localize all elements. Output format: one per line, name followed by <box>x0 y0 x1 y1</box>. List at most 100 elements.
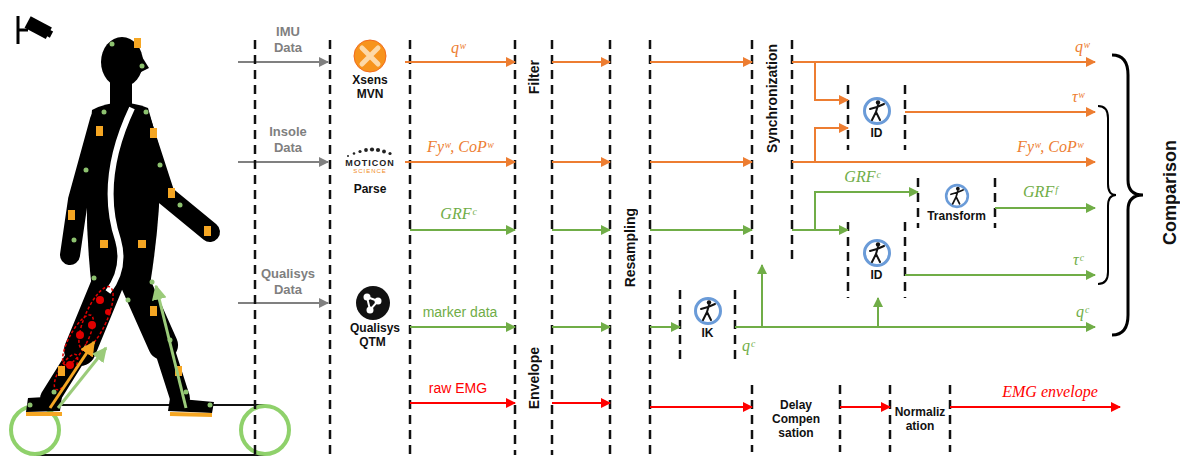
comparison-braces <box>1112 55 1143 335</box>
force-vectors <box>50 342 94 408</box>
signal-arrow <box>905 111 1095 113</box>
node-text: Envelope <box>526 347 542 409</box>
signal-label: qʷ <box>451 39 465 57</box>
optical-markers <box>52 390 57 395</box>
optical-markers <box>28 403 33 408</box>
moticon-logo <box>370 147 374 151</box>
opensim-logo <box>944 183 970 209</box>
signal-label: Fyʷ, CoPʷ <box>1017 138 1083 156</box>
node-text: Delay Compen sation <box>765 398 827 440</box>
qualisys-logo <box>374 298 381 305</box>
node-text: Comparison <box>1160 140 1181 245</box>
emg-output-arrow <box>950 406 1120 408</box>
signal-arrow <box>650 406 752 408</box>
emg-electrodes <box>66 361 74 369</box>
signal-arrow <box>792 229 848 231</box>
stage-dashed-lines <box>551 40 554 335</box>
signal-label: GRFᶜ <box>440 205 475 223</box>
source-label: IMU Data <box>262 24 314 56</box>
source-label: Qualisys Data <box>258 266 318 298</box>
moticon-logo <box>382 150 386 154</box>
walker-silhouette <box>139 52 149 73</box>
stage-dashed-lines <box>994 178 997 228</box>
node-text: ID <box>871 268 883 282</box>
emg-electrodes <box>96 296 104 304</box>
walker-silhouette <box>50 350 80 398</box>
stage-band: Resampling <box>610 40 650 455</box>
qualisys-logo <box>366 307 373 314</box>
optical-markers <box>84 168 89 173</box>
stage-dashed-lines <box>917 178 920 228</box>
emg-electrodes <box>88 321 96 329</box>
emg-electrodes <box>76 331 84 339</box>
process-box: Normaliz ation <box>890 385 950 452</box>
comparison-braces <box>1098 106 1116 284</box>
stage-dashed-lines <box>514 40 517 335</box>
signal-arrow <box>840 406 890 408</box>
force-vectors <box>50 286 186 408</box>
moticon-logo <box>347 155 349 157</box>
moticon-logo <box>376 148 380 152</box>
emg-electrodes <box>72 282 120 353</box>
camera-icon <box>18 16 55 44</box>
signal-arrow <box>650 326 680 328</box>
emg-electrodes <box>105 309 111 315</box>
software-node: Qualisys QTM <box>335 222 410 412</box>
optical-markers <box>144 110 149 115</box>
opensim-logo <box>864 241 889 266</box>
stage-dashed-lines <box>255 40 995 455</box>
walker-silhouette <box>26 37 214 413</box>
stage-dashed-lines <box>254 40 257 455</box>
signal-arrow <box>735 298 878 327</box>
software-node: MOTICONSCIENCEParse <box>335 138 405 204</box>
opensim-logo <box>870 246 884 262</box>
moticon-logo <box>353 152 356 155</box>
signal-arrow <box>735 326 1095 328</box>
camera-icon <box>25 16 55 40</box>
signal-arrow <box>552 402 610 404</box>
signal-label: GRFᶜ <box>844 168 879 186</box>
signal-arrow <box>552 229 610 231</box>
insoles <box>26 412 62 416</box>
stage-dashed-lines <box>904 222 907 298</box>
node-text: Parse <box>354 182 387 196</box>
stage-dashed-lines <box>847 85 850 150</box>
xsens-logo <box>354 40 386 72</box>
signal-arrow <box>995 207 1095 209</box>
optical-markers <box>184 390 189 395</box>
qualisys-logo <box>356 286 390 320</box>
signal-label: marker data <box>423 304 498 320</box>
imu-sensors <box>150 128 157 138</box>
software-node: Xsens MVN <box>335 38 405 102</box>
signal-label: τʷ <box>1072 88 1084 106</box>
walker-silhouette <box>101 37 143 87</box>
process-box: IK <box>680 290 735 362</box>
node-text: MOTICON <box>345 158 395 168</box>
moticon-logo <box>364 148 368 152</box>
imu-sensors <box>150 306 157 316</box>
imu-sensors <box>168 188 175 198</box>
imu-sensors <box>68 210 75 220</box>
optical-markers <box>140 64 145 69</box>
signal-label: τᶜ <box>1073 251 1083 269</box>
moticon-logo <box>358 150 361 153</box>
treadmill <box>241 406 289 454</box>
source-arrows <box>238 161 328 163</box>
stage-dashed-lines <box>329 40 332 455</box>
stage-dashed-lines <box>847 222 850 298</box>
signal-label: qᶜ <box>742 337 754 355</box>
optical-markers <box>92 276 97 281</box>
stage-dashed-lines <box>751 40 754 265</box>
node-text: Resampling <box>622 208 638 287</box>
stage-dashed-lines <box>409 40 412 455</box>
imu-sensors <box>96 126 103 136</box>
signal-label: qʷ <box>1075 38 1089 56</box>
optical-markers <box>28 42 213 408</box>
walker-silhouette <box>140 118 210 232</box>
stage-dashed-lines <box>839 385 842 452</box>
stage-band: Synchronization <box>752 40 792 265</box>
signal-arrow <box>792 62 848 100</box>
imu-sensors <box>58 366 65 376</box>
stage-dashed-lines <box>904 85 907 150</box>
